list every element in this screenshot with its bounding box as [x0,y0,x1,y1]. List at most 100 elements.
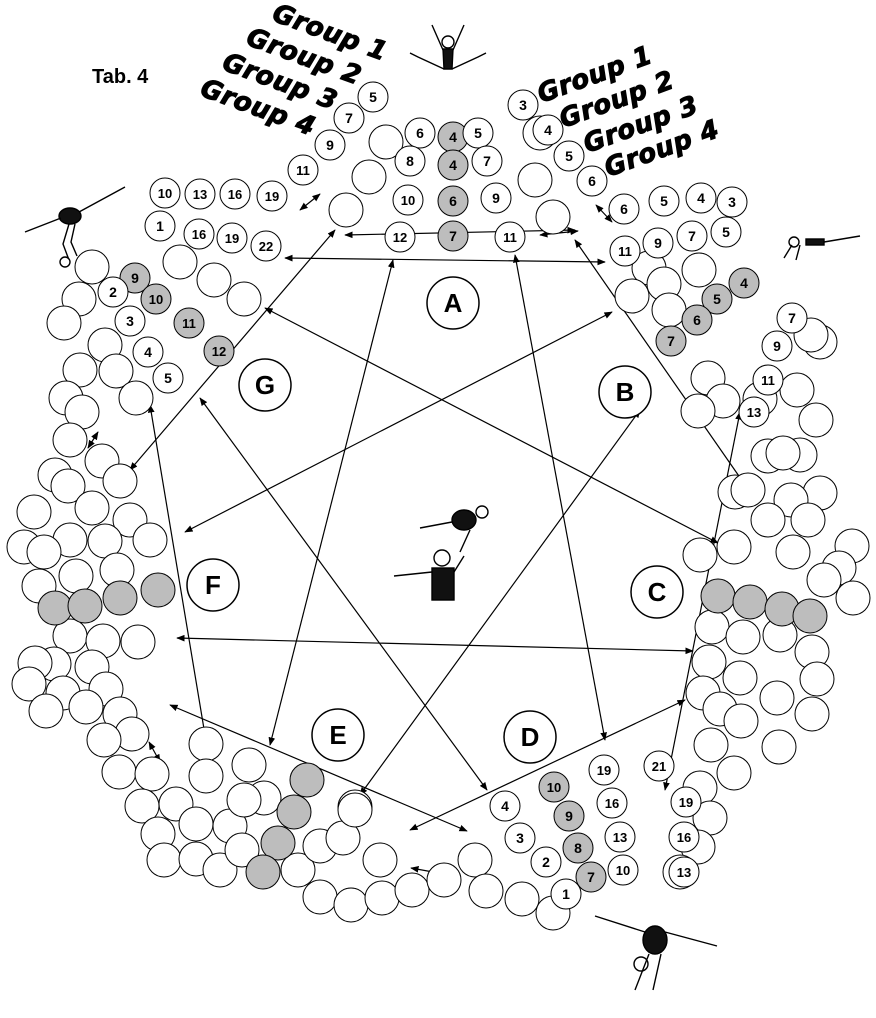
position-number: 9 [326,137,334,153]
spectator-circle [427,863,461,897]
position-number: 12 [212,344,226,359]
grey-position-circle [68,589,102,623]
spectator-circle [47,306,81,340]
rotation-arrow [185,312,612,532]
position-number: 4 [449,157,457,173]
position-number: 5 [474,125,482,141]
position-number: 5 [164,370,172,386]
numbered-position-circle: 3 [505,823,535,853]
spectator-circle [800,662,834,696]
spectator-circle [731,473,765,507]
numbered-position-circle: 21 [644,751,674,781]
spectator-circle [807,563,841,597]
spectator-circle [791,503,825,537]
numbered-position-circle: 9 [643,228,673,258]
numbered-position-circle: 10 [608,855,638,885]
numbered-position-circle: 16 [669,822,699,852]
position-number: 10 [547,780,561,795]
spectator-circle [717,530,751,564]
position-number: 3 [126,313,134,329]
station-f: F [187,559,239,611]
position-number: 5 [722,224,730,240]
numbered-position-circle: 10 [141,284,171,314]
spectator-circle [795,697,829,731]
position-number: 3 [516,830,524,846]
station-b: B [599,366,651,418]
spectator-circle [458,843,492,877]
numbered-position-circle: 9 [481,183,511,213]
spectator-circle [29,694,63,728]
position-number: 4 [449,129,457,145]
numbered-position-circle: 8 [395,146,425,176]
position-number: 9 [773,338,781,354]
numbered-position-circle: 6 [438,186,468,216]
spectator-circle [59,559,93,593]
spectator-circle [329,193,363,227]
spectator-circle [469,874,503,908]
numbered-position-circle: 6 [405,118,435,148]
spectator-circle [760,681,794,715]
station-label: C [648,577,667,607]
spectator-circle [762,730,796,764]
spectator-circle [75,250,109,284]
numbered-position-circle: 11 [174,308,204,338]
numbered-position-circle: 19 [257,181,287,211]
spectator-circle [17,495,51,529]
numbered-position-circle: 5 [711,217,741,247]
station-g: G [239,359,291,411]
position-number: 22 [259,239,273,254]
spectator-circle [352,160,386,194]
spectator-circle [189,759,223,793]
spectator-circle [717,756,751,790]
numbered-position-circle: 6 [682,305,712,335]
spectator-circle [652,293,686,327]
numbered-position-circle: 2 [531,847,561,877]
spectator-circle [724,704,758,738]
position-number: 13 [193,187,207,202]
spectator-circle [338,793,372,827]
spectator-circle [766,436,800,470]
position-number: 10 [149,292,163,307]
numbered-position-circle: 3 [508,90,538,120]
grey-position-circle [733,585,767,619]
numbered-position-circle: 12 [385,222,415,252]
numbered-position-circle: 7 [677,221,707,251]
spectator-circle [189,727,223,761]
position-number: 7 [788,310,796,326]
numbered-position-circle: 6 [577,166,607,196]
numbered-position-circle: 4 [133,337,163,367]
numbered-position-circle: 11 [288,155,318,185]
spectator-circle [799,403,833,437]
spectator-circle [197,263,231,297]
rotation-arrow [300,194,320,210]
station-d: D [504,711,556,763]
stations: ABCDEFG [187,277,683,763]
numbered-position-circle: 11 [753,365,783,395]
position-number: 16 [192,227,206,242]
numbered-position-circle: 19 [217,223,247,253]
spectator-circle [692,645,726,679]
grey-position-circle [290,763,324,797]
station-c: C [631,566,683,618]
numbered-position-circle: 7 [656,326,686,356]
position-number: 8 [406,153,414,169]
spectator-circle [303,880,337,914]
position-number: 7 [449,228,457,244]
spectator-circle [518,163,552,197]
spectator-circle [836,581,870,615]
spectator-circle [133,523,167,557]
position-number: 4 [144,344,152,360]
grey-position-circle [246,855,280,889]
spectator-circle [135,757,169,791]
position-number: 1 [156,218,164,234]
gymnast-balance-icon [784,236,860,260]
position-number: 7 [345,110,353,126]
position-number: 9 [565,808,573,824]
numbered-position-circle: 4 [686,183,716,213]
position-number: 3 [519,97,527,113]
position-number: 7 [688,228,696,244]
position-number: 7 [667,333,675,349]
rotation-arrow [270,260,393,745]
numbered-position-circle: 22 [251,231,281,261]
